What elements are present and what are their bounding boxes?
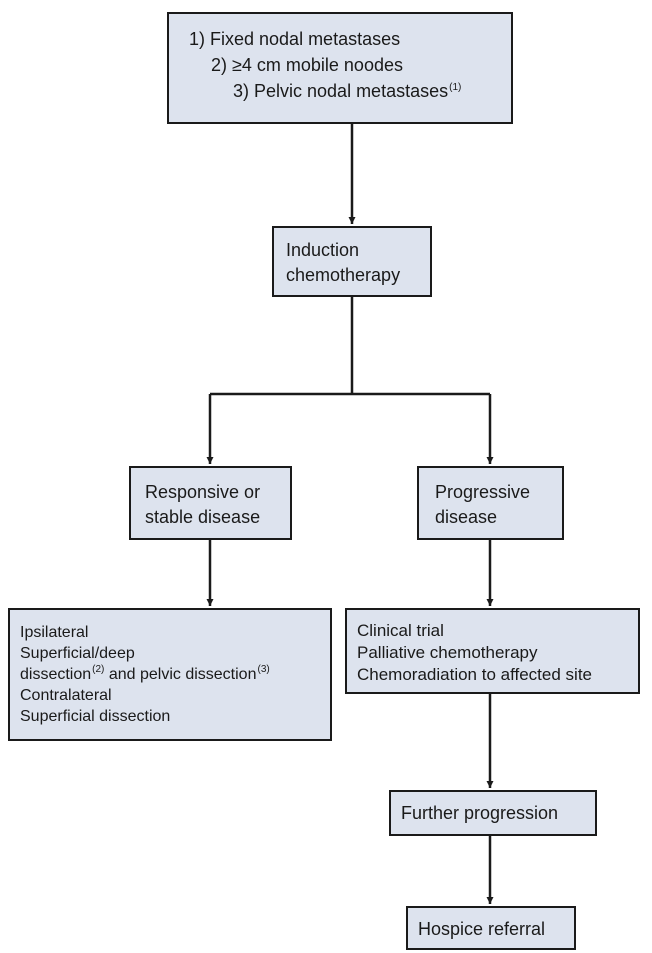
responsive-line-2: stable disease [145,507,261,527]
options-line-1: Clinical trial [357,621,444,640]
criteria-line-3-wrap: 3) Pelvic nodal metastases(1) [189,78,511,104]
options-line-2: Palliative chemotherapy [357,643,538,662]
progressive-line-1: Progressive [435,482,531,502]
hospice-line-1: Hospice referral [418,919,546,939]
footnote-marker-2: (2) [92,664,105,675]
criteria-line-2: 2) ≥4 cm mobile noodes [211,55,403,75]
criteria-line-3: 3) Pelvic nodal metastases [233,81,449,101]
surgery-line-4: Contralateral [20,687,112,704]
further-line-1: Further progression [401,803,559,823]
criteria-line-1: 1) Fixed nodal metastases [189,29,401,49]
surgery-line-1: Ipsilateral [20,624,89,641]
further-progression-box: Further progression [389,790,597,836]
surgery-line-3b: and pelvic dissection [104,666,257,683]
progressive-box: Progressive disease [417,466,564,540]
progressive-line-2: disease [435,507,498,527]
footnote-marker-3: (3) [257,664,270,675]
induction-line-1: Induction [286,240,360,260]
surgery-line-2: Superficial/deep [20,645,135,662]
induction-line-2: chemotherapy [286,265,401,285]
options-line-3: Chemoradiation to affected site [357,665,592,684]
surgery-line-5: Superficial dissection [20,708,171,725]
surgery-line-3a: dissection [20,666,92,683]
criteria-line-2-wrap: 2) ≥4 cm mobile noodes [189,52,511,78]
criteria-box: 1) Fixed nodal metastases 2) ≥4 cm mobil… [167,12,513,124]
footnote-marker-1: (1) [449,82,462,93]
responsive-box: Responsive or stable disease [129,466,292,540]
induction-box: Induction chemotherapy [272,226,432,297]
hospice-referral-box: Hospice referral [406,906,576,950]
responsive-line-1: Responsive or [145,482,261,502]
surgery-line-3: dissection(2) and pelvic dissection(3) [20,664,330,685]
surgery-box: Ipsilateral Superficial/deep dissection(… [8,608,332,741]
options-box: Clinical trial Palliative chemotherapy C… [345,608,640,694]
